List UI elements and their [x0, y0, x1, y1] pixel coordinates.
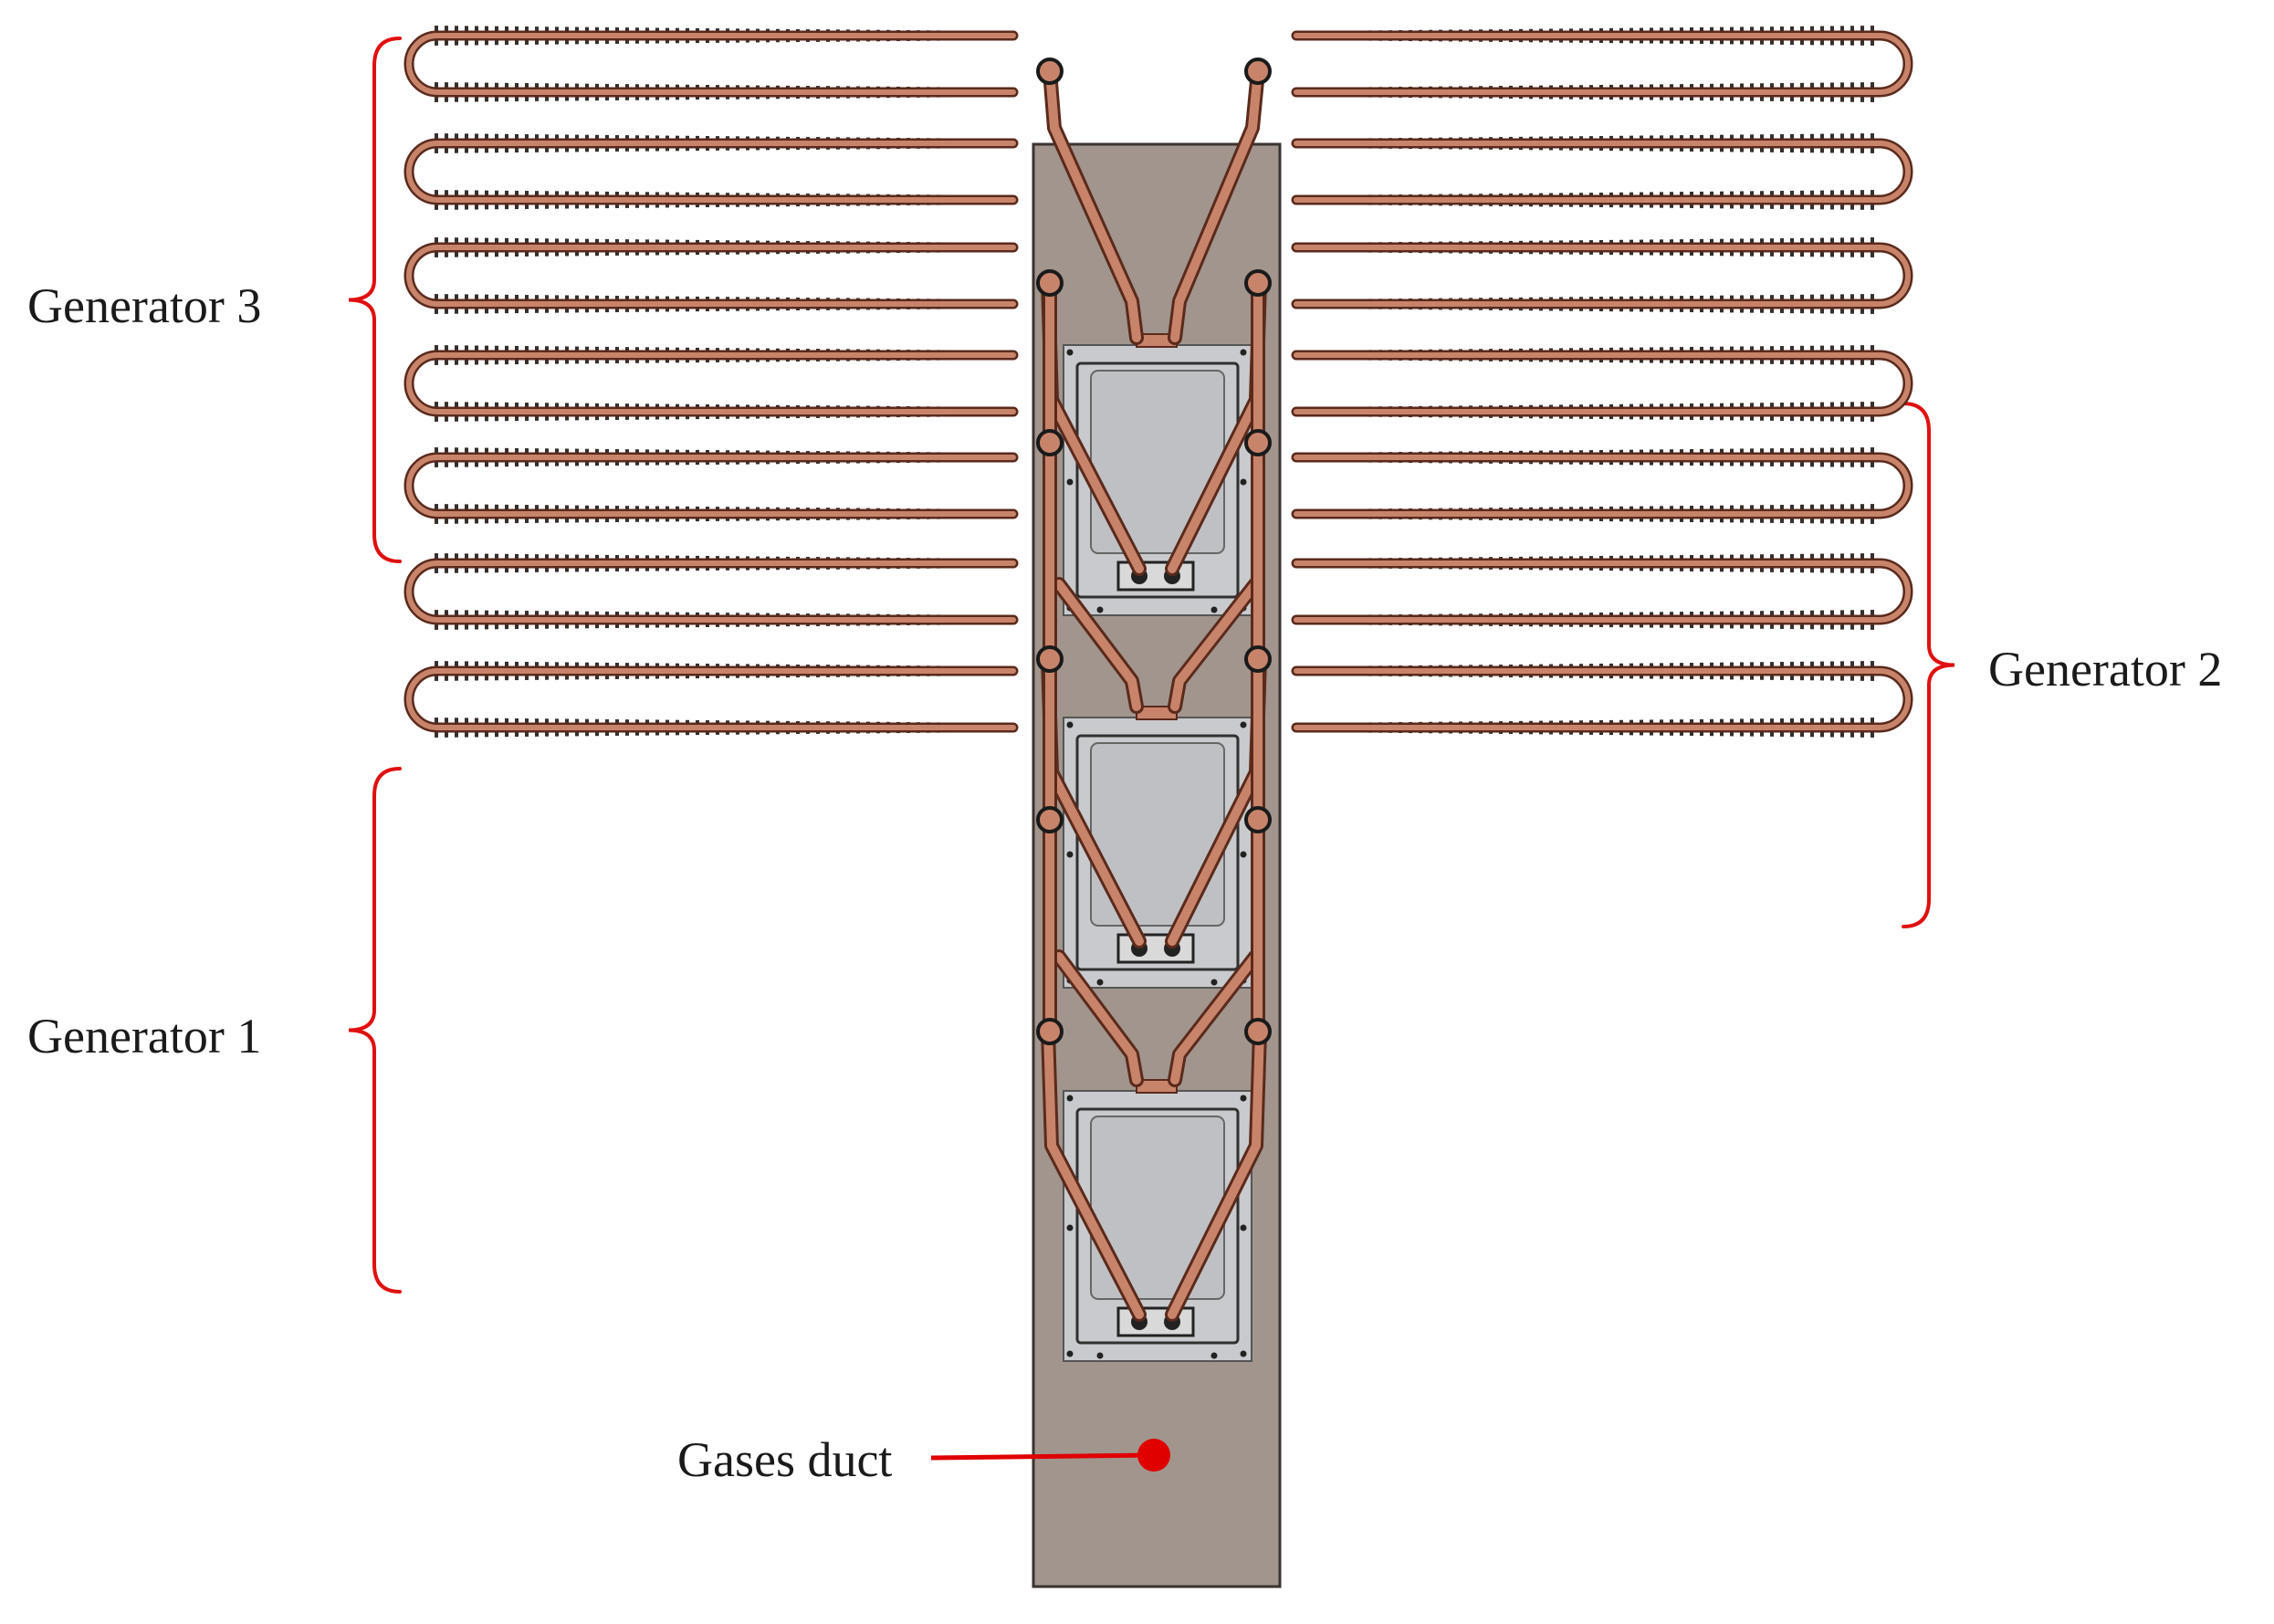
coil-left-7 [403, 661, 1019, 738]
pipe-module-3-left [1043, 1027, 1144, 1319]
pipe-joint [1244, 58, 1272, 85]
coil-right-5 [1291, 447, 1913, 524]
coil-right-2 [1291, 133, 1913, 210]
bracket-generator-2 [1902, 402, 1955, 928]
module-bolt [1240, 721, 1247, 728]
module-border [1075, 734, 1240, 971]
coil-left-1 [403, 26, 1019, 102]
pipe-link-2-right [1170, 952, 1260, 1084]
module-connector [1116, 1306, 1195, 1337]
pipe-link-2-left [1054, 952, 1141, 1084]
bracket-generator-1 [348, 767, 402, 1294]
tube [1294, 455, 1911, 517]
bracket-generator-3 [348, 37, 402, 563]
coil-left-6 [403, 553, 1019, 630]
module-bolt [1066, 1224, 1074, 1231]
module-bolt [1096, 606, 1104, 613]
pointer-line [930, 1452, 1153, 1461]
module-bolt [1066, 851, 1074, 858]
module-connector [1116, 933, 1195, 964]
tube [1294, 245, 1911, 307]
pipe-top-left [1045, 67, 1141, 342]
module-bolt [1066, 478, 1074, 486]
pipe-joint [1036, 269, 1064, 297]
tube [1294, 352, 1911, 414]
module-bolt [1096, 979, 1104, 986]
coil-left-4 [403, 345, 1019, 422]
pipe-module-3-right [1168, 1027, 1264, 1319]
label-generator-2: Generator 2 [1988, 642, 2223, 697]
tube [1294, 668, 1911, 730]
label-generator-3: Generator 3 [27, 278, 262, 333]
module-bolt [1240, 1224, 1247, 1231]
module-connector [1116, 561, 1195, 592]
pipe-joint [1036, 58, 1064, 85]
pointer-dot [1137, 1439, 1170, 1472]
pipe-joint [1244, 806, 1272, 833]
module-bolt [1240, 1350, 1247, 1357]
module-bolt [1210, 979, 1218, 986]
pipe-link-1-left [1054, 580, 1141, 711]
pipe-top-right [1170, 67, 1263, 342]
pipe-joint [1244, 429, 1272, 456]
tube [406, 455, 1016, 517]
coil-right-4 [1291, 345, 1913, 422]
coil-right-7 [1291, 661, 1913, 738]
module-bolt [1096, 1352, 1104, 1359]
connecting-pipes [1036, 58, 1272, 1322]
coil-right-6 [1291, 553, 1913, 630]
coil-right-1 [1291, 26, 1913, 102]
pipe-joint [1036, 429, 1064, 456]
module-bolt [1210, 606, 1218, 613]
tube [1294, 141, 1911, 203]
module-bolt [1210, 1352, 1218, 1359]
module-border [1075, 361, 1240, 599]
gases-duct-pointer [930, 1439, 1170, 1472]
pipe-joint [1244, 645, 1272, 673]
coil-right-3 [1291, 237, 1913, 314]
tube [406, 668, 1016, 730]
tube [406, 141, 1016, 203]
coil-left-5 [403, 447, 1019, 524]
module-bolt [1240, 1095, 1247, 1102]
finned-coils [403, 26, 1913, 738]
module-bolt [1066, 1095, 1074, 1102]
pipe-joint [1244, 1018, 1272, 1045]
module-bolt [1066, 721, 1074, 728]
module-bolt [1240, 851, 1247, 858]
label-generator-1: Generator 1 [27, 1009, 262, 1063]
generator-brackets [348, 37, 1955, 1294]
pipe-joint [1036, 645, 1064, 673]
pipe-joint [1036, 1018, 1064, 1045]
module-bolt [1240, 349, 1247, 356]
tube [1294, 33, 1911, 95]
coil-left-3 [403, 237, 1019, 314]
module-border [1075, 1107, 1240, 1345]
pipe-link-1-right [1170, 580, 1260, 711]
tube [406, 561, 1016, 623]
pipe-joint [1036, 806, 1064, 833]
tube [406, 352, 1016, 414]
tube [406, 33, 1016, 95]
coil-left-2 [403, 133, 1019, 210]
module-bolt [1066, 349, 1074, 356]
module-bolt [1066, 1350, 1074, 1357]
pipe-joint [1244, 269, 1272, 297]
tube [406, 245, 1016, 307]
tube [1294, 561, 1911, 623]
label-gases-duct: Gases duct [677, 1432, 893, 1487]
module-bolt [1240, 478, 1247, 486]
